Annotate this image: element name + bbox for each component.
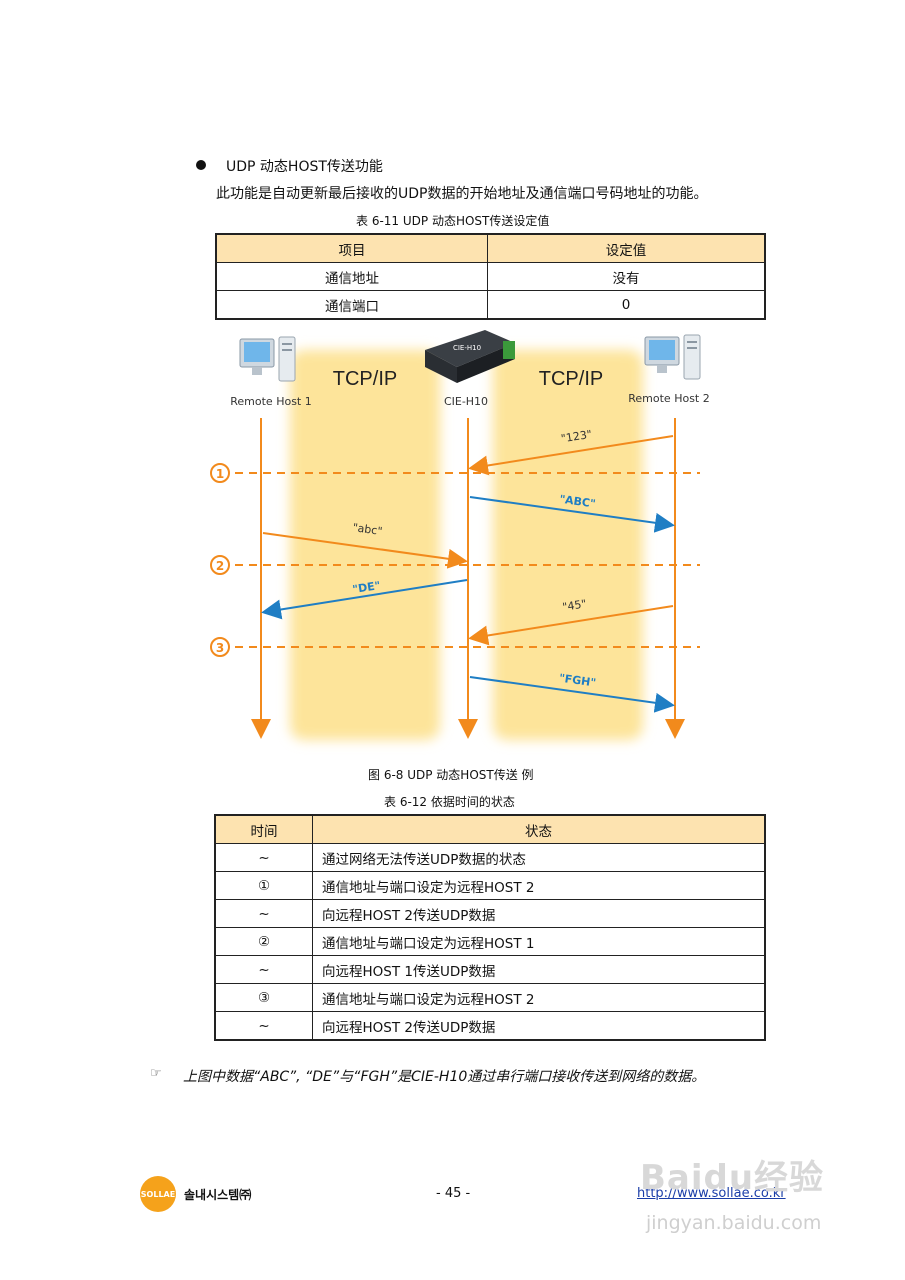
note-text: 上图中数据“ABC”, “DE”与“FGH”是CIE-H10通过串行端口接收传送… (183, 1066, 705, 1086)
table-header-row: 时间 状态 (215, 815, 765, 844)
table-cell: 没有 (488, 263, 766, 291)
table-row: ③ 通信地址与端口设定为远程HOST 2 (215, 984, 765, 1012)
time-cell: ~ (215, 956, 313, 984)
settings-table: 项目 设定值 通信地址 没有 通信端口 0 (215, 233, 766, 320)
udp-sequence-diagram: TCP/IP TCP/IP Remote Host 1 CIE-H10 CIE-… (195, 325, 715, 755)
section-description: 此功能是自动更新最后接收的UDP数据的开始地址及通信端口号码地址的功能。 (216, 183, 707, 203)
page-number: - 45 - (436, 1186, 470, 1201)
pointing-hand-icon: ☞ (150, 1066, 162, 1081)
time-cell: ~ (215, 1012, 313, 1041)
step-marker-2: 2 (211, 556, 229, 574)
zone-label-right: TCP/IP (539, 368, 603, 390)
baidu-watermark-url: jingyan.baidu.com (646, 1212, 821, 1234)
host2-label: Remote Host 2 (628, 392, 709, 405)
table-header-cell: 设定值 (488, 234, 766, 263)
time-cell: ② (215, 928, 313, 956)
time-cell: ③ (215, 984, 313, 1012)
table-header-cell: 状态 (313, 815, 766, 844)
step-marker-3: 3 (211, 638, 229, 656)
step-marker-1: 1 (211, 464, 229, 482)
table-header-row: 项目 设定值 (216, 234, 765, 263)
table-cell: 通信端口 (216, 291, 488, 320)
state-cell: 通过网络无法传送UDP数据的状态 (313, 844, 766, 872)
time-cell: ~ (215, 844, 313, 872)
state-cell: 通信地址与端口设定为远程HOST 1 (313, 928, 766, 956)
state-cell: 向远程HOST 1传送UDP数据 (313, 956, 766, 984)
table-row: 通信地址 没有 (216, 263, 765, 291)
footer-company: 솔내시스템㈜ (184, 1186, 251, 1203)
table-header-cell: 项目 (216, 234, 488, 263)
state-cell: 通信地址与端口设定为远程HOST 2 (313, 872, 766, 900)
table-header-cell: 时间 (215, 815, 313, 844)
svg-text:2: 2 (216, 559, 224, 573)
table2-caption: 表 6-12 依据时间的状态 (384, 793, 515, 810)
device-badge: CIE-H10 (453, 344, 481, 352)
table-cell: 通信地址 (216, 263, 488, 291)
host1-label: Remote Host 1 (230, 395, 311, 408)
table-row: 通信端口 0 (216, 291, 765, 320)
table-row: ~ 向远程HOST 2传送UDP数据 (215, 1012, 765, 1041)
device-label: CIE-H10 (444, 395, 488, 408)
svg-text:3: 3 (216, 641, 224, 655)
zone-label-left: TCP/IP (333, 368, 397, 390)
table1-caption: 表 6-11 UDP 动态HOST传送设定值 (356, 212, 549, 229)
sollae-logo: SOLLAE (140, 1176, 176, 1212)
section-title: UDP 动态HOST传送功能 (226, 156, 383, 176)
status-table: 时间 状态 ~ 通过网络无法传送UDP数据的状态 ① 通信地址与端口设定为远程H… (214, 814, 766, 1041)
bullet-icon (196, 160, 206, 170)
time-cell: ~ (215, 900, 313, 928)
time-cell: ① (215, 872, 313, 900)
table-row: ~ 向远程HOST 2传送UDP数据 (215, 900, 765, 928)
table-cell: 0 (488, 291, 766, 320)
figure-caption: 图 6-8 UDP 动态HOST传送 例 (368, 766, 534, 783)
computer-icon (240, 337, 295, 381)
svg-text:1: 1 (216, 467, 224, 481)
tcpip-zone-left (290, 350, 440, 740)
state-cell: 向远程HOST 2传送UDP数据 (313, 900, 766, 928)
state-cell: 通信地址与端口设定为远程HOST 2 (313, 984, 766, 1012)
computer-icon (645, 335, 700, 379)
table-row: ② 通信地址与端口设定为远程HOST 1 (215, 928, 765, 956)
table-row: ① 通信地址与端口设定为远程HOST 2 (215, 872, 765, 900)
table-row: ~ 通过网络无法传送UDP数据的状态 (215, 844, 765, 872)
state-cell: 向远程HOST 2传送UDP数据 (313, 1012, 766, 1041)
table-row: ~ 向远程HOST 1传送UDP数据 (215, 956, 765, 984)
baidu-watermark: Baidu经验 (640, 1150, 824, 1199)
